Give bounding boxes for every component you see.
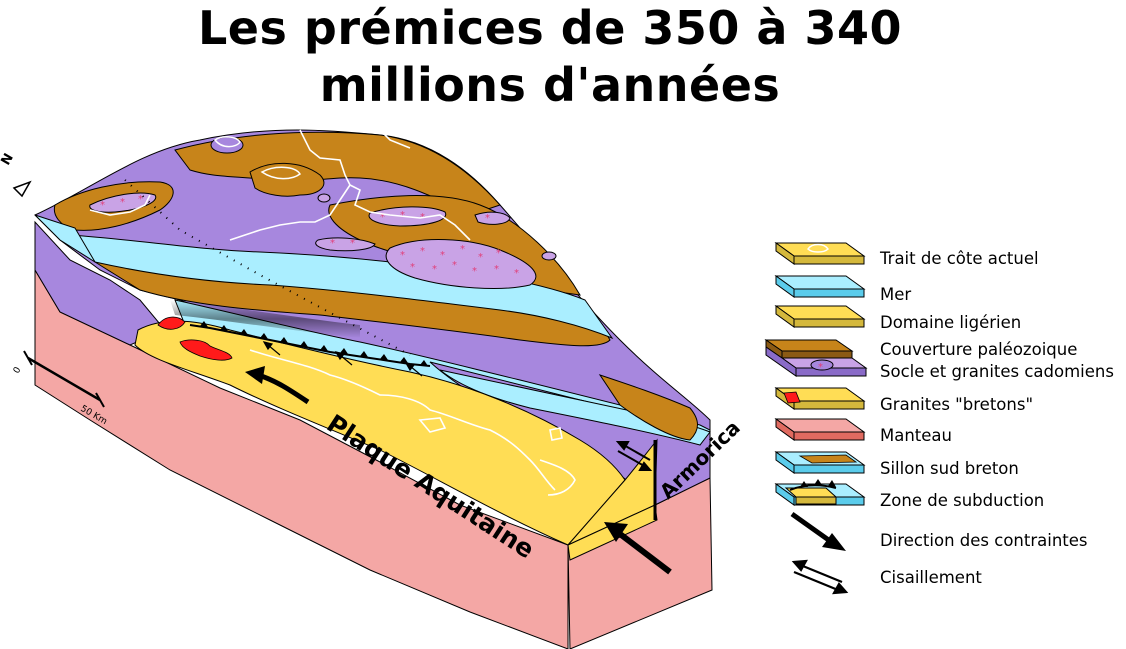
svg-text:*: * (514, 268, 519, 279)
sea-lower-strip (439, 369, 711, 446)
sea-band (68, 234, 614, 340)
mantle-left-face (34, 268, 569, 649)
svg-text:*: * (380, 212, 385, 223)
svg-text:*: * (410, 262, 415, 273)
breton-granite-2 (179, 339, 233, 361)
lake-outline-2 (260, 166, 302, 180)
svg-text:*: * (330, 238, 335, 249)
svg-text:*: * (432, 264, 437, 275)
svg-text:*: * (485, 213, 490, 224)
granite-patch-3 (474, 211, 511, 225)
legend-label-subduction: Zone de subduction (880, 491, 1044, 510)
shear-symbol (615, 441, 653, 471)
legend-label-ligerian: Domaine ligérien (880, 313, 1021, 332)
legend-label-cadomian: Socle et granites cadomiens (880, 362, 1114, 381)
breton-granite-1 (157, 316, 186, 330)
ligerian-swatch-icon (774, 305, 866, 328)
cadomian-basement-swatch-icon: * (765, 346, 868, 377)
svg-text:*: * (350, 238, 355, 249)
svg-text:*: * (100, 200, 105, 211)
svg-text:*: * (472, 266, 477, 277)
svg-text:*: * (496, 248, 501, 259)
legend-label-sea: Mer (880, 285, 911, 304)
legend-label-shear: Cisaillement (880, 568, 982, 587)
svg-text:*: * (478, 252, 483, 263)
south-breton-furrow-swatch-icon (774, 451, 866, 474)
svg-text:*: * (494, 264, 499, 275)
legend-label-breton-granite: Granites "bretons" (880, 395, 1033, 414)
north-arrow: N (0, 151, 32, 198)
title-line-2: millions d'années (319, 58, 781, 112)
svg-text:*: * (420, 246, 425, 257)
legend: Trait de côte actuel Mer Domaine ligérie… (764, 242, 1114, 595)
big-stress-arrow-plate (245, 366, 310, 405)
legend-label-coastline: Trait de côte actuel (879, 249, 1039, 268)
granite-patch-7 (317, 193, 331, 203)
sea-swatch-icon (774, 275, 866, 298)
svg-text:*: * (440, 250, 445, 261)
subduction-shadow (170, 300, 360, 338)
paleozoic-cover-sliver (598, 374, 698, 441)
north-label: N (0, 151, 17, 168)
granite-asterisks: *** *** *** *** *** ** *** * (100, 194, 519, 279)
coastline (89, 129, 576, 496)
scale-zero-label: 0 (12, 365, 24, 375)
granite-patch-6 (541, 251, 557, 261)
paleozoic-cover-lobe (249, 162, 325, 197)
svg-text:*: * (138, 194, 143, 205)
block: *** *** *** *** *** ** *** * (34, 129, 713, 649)
granite-patch-1 (385, 239, 537, 290)
svg-text:*: * (460, 244, 465, 255)
breton-granite-swatch-icon (774, 387, 866, 410)
page-title: Les prémices de 350 à 340 millions d'ann… (0, 0, 1100, 114)
big-stress-arrow-front (604, 522, 672, 575)
lake-outline (213, 136, 241, 148)
title-line-1: Les prémices de 350 à 340 (197, 1, 903, 55)
legend-label-stress: Direction des contraintes (880, 531, 1088, 550)
north-arrow-icon (12, 180, 32, 198)
mantle-swatch-icon (774, 418, 866, 441)
small-stress-arrows (262, 341, 423, 377)
granite-patch-4 (315, 237, 376, 252)
svg-text:*: * (452, 260, 457, 271)
legend-label-furrow: Sillon sud breton (880, 459, 1019, 478)
legend-label-paleozoic: Couverture paléozoique (880, 340, 1077, 359)
sea-left-edge (34, 214, 96, 263)
svg-text:*: * (818, 362, 823, 373)
svg-text:*: * (120, 197, 125, 208)
svg-text:*: * (400, 250, 405, 261)
shear-icon (791, 559, 849, 595)
legend-label-mantle: Manteau (880, 426, 952, 445)
coastline-swatch-icon (774, 242, 866, 265)
subduction-teeth (189, 321, 431, 367)
stress-arrow-icon (790, 511, 846, 551)
subduction-swatch-icon (774, 479, 866, 506)
